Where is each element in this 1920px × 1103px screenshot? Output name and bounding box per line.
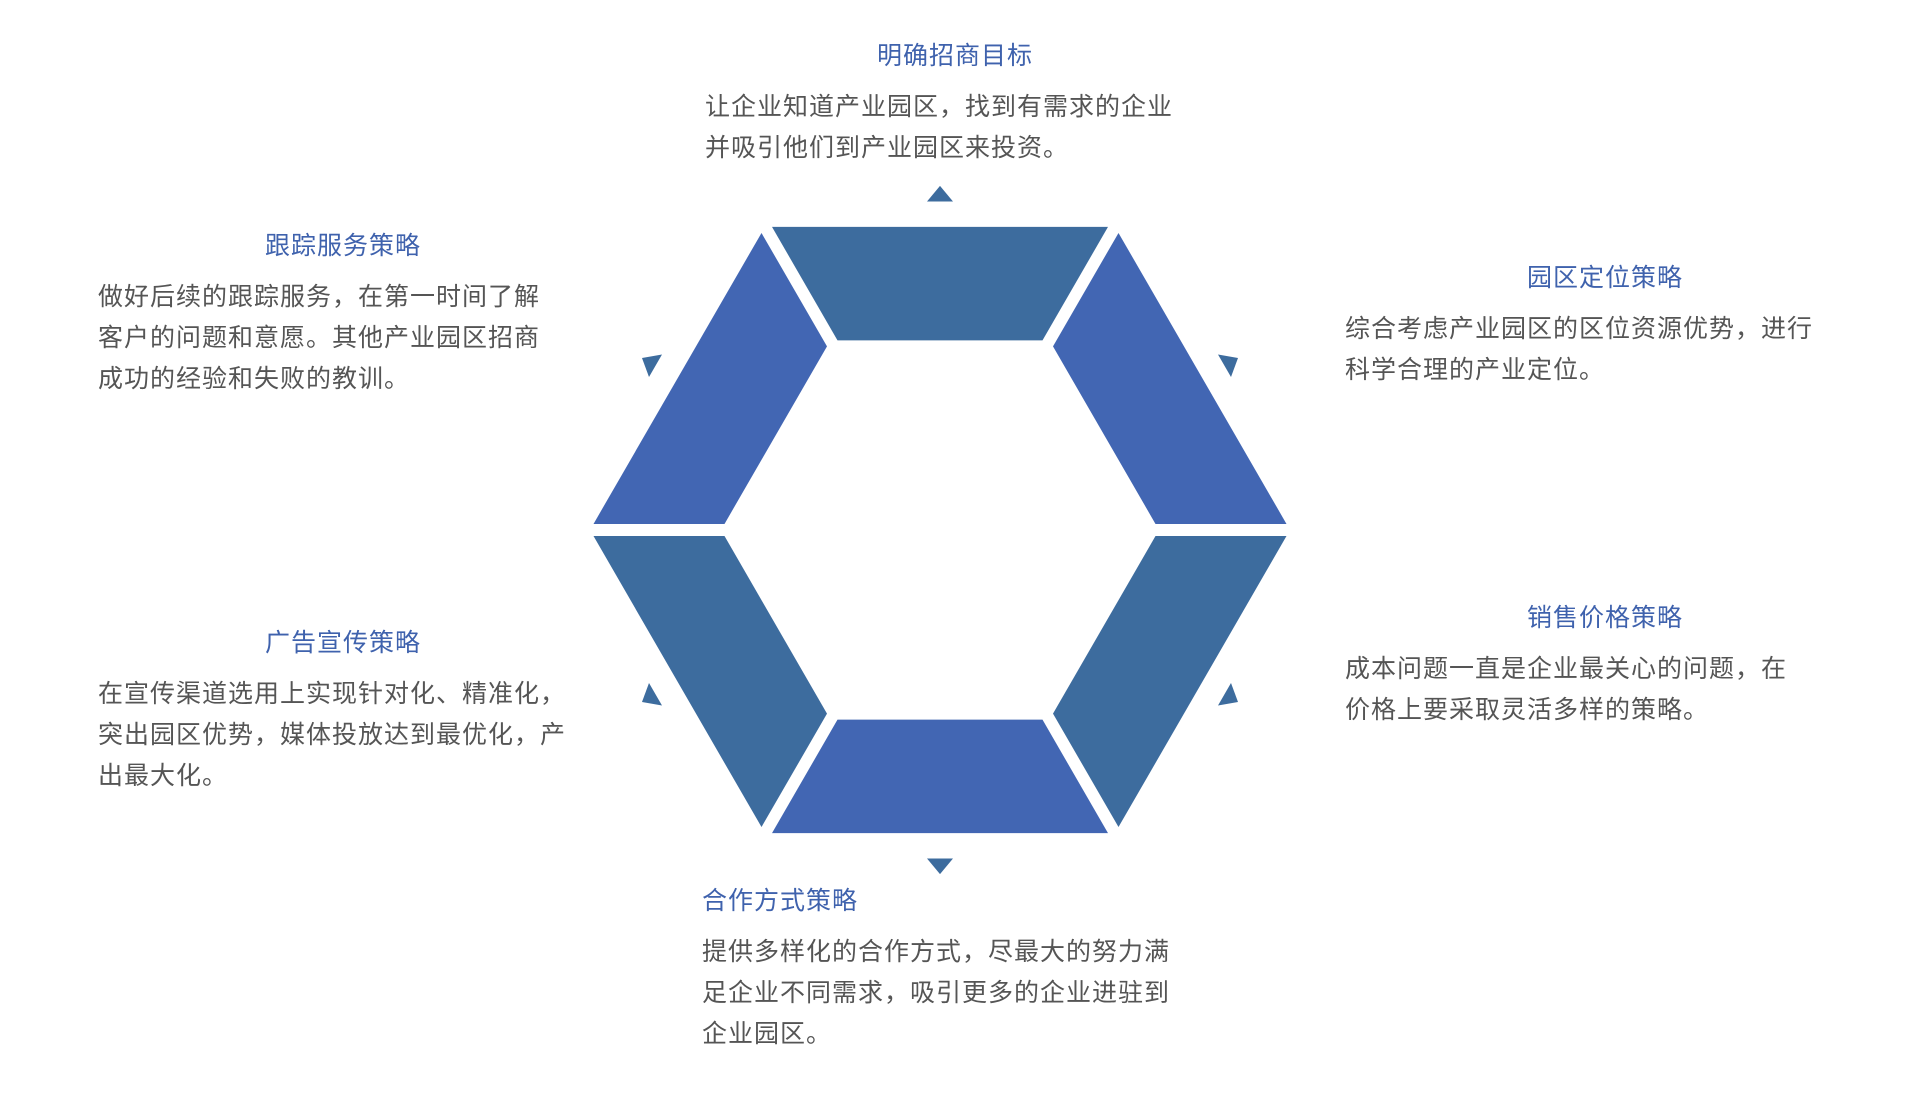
ring-segment-bottom-right [1053,536,1287,828]
step-line: 足企业不同需求，吸引更多的企业进驻到 [702,978,1171,1007]
ring-segment-top-left [593,232,827,524]
step-line: 科学合理的产业定位。 [1345,355,1606,384]
step-line: 让企业知道产业园区，找到有需求的企业 [705,92,1174,121]
cycle-arrow-icon [927,858,953,875]
step-title: 明确招商目标 [876,41,1033,70]
step-title: 合作方式策略 [702,886,859,915]
cycle-arrow-icon [927,185,953,202]
step-title: 销售价格策略 [1526,603,1683,632]
step-top: 明确招商目标 让企业知道产业园区，找到有需求的企业 并吸引他们到产业园区来投资。 [705,40,1205,168]
ring-segment-bottom [772,719,1108,834]
step-line: 做好后续的跟踪服务，在第一时间了解 [98,282,541,311]
step-line: 出最大化。 [98,761,229,790]
ring-segment-top [772,226,1108,341]
step-line: 价格上要采取灵活多样的策略。 [1345,695,1710,724]
step-title: 跟踪服务策略 [264,231,421,260]
step-line: 企业园区。 [702,1019,833,1048]
step-bottom: 合作方式策略 提供多样化的合作方式，尽最大的努力满 足企业不同需求，吸引更多的企… [702,885,1202,1054]
step-title: 园区定位策略 [1526,263,1683,292]
ring-segment-bottom-left [593,536,827,828]
step-line: 并吸引他们到产业园区来投资。 [705,133,1070,162]
step-title: 广告宣传策略 [264,628,421,657]
cycle-arrow-icon [1217,354,1239,378]
step-line: 客户的问题和意愿。其他产业园区招商 [98,323,541,352]
cycle-arrow-icon [1217,682,1239,706]
step-line: 提供多样化的合作方式，尽最大的努力满 [702,937,1171,966]
cycle-arrow-icon [641,354,663,378]
step-line: 成本问题一直是企业最关心的问题，在 [1345,654,1788,683]
cycle-arrow-icon [641,682,663,706]
step-line: 突出园区优势，媒体投放达到最优化，产 [98,720,567,749]
step-line: 综合考虑产业园区的区位资源优势，进行 [1345,314,1814,343]
ring-segment-top-right [1053,232,1287,524]
step-top-left: 跟踪服务策略 做好后续的跟踪服务，在第一时间了解 客户的问题和意愿。其他产业园区… [98,230,588,399]
step-line: 成功的经验和失败的教训。 [98,364,411,393]
step-bottom-left: 广告宣传策略 在宣传渠道选用上实现针对化、精准化， 突出园区优势，媒体投放达到最… [98,627,588,796]
step-line: 在宣传渠道选用上实现针对化、精准化， [98,679,567,708]
step-top-right: 园区定位策略 综合考虑产业园区的区位资源优势，进行 科学合理的产业定位。 [1345,262,1865,390]
step-bottom-right: 销售价格策略 成本问题一直是企业最关心的问题，在 价格上要采取灵活多样的策略。 [1345,602,1865,730]
